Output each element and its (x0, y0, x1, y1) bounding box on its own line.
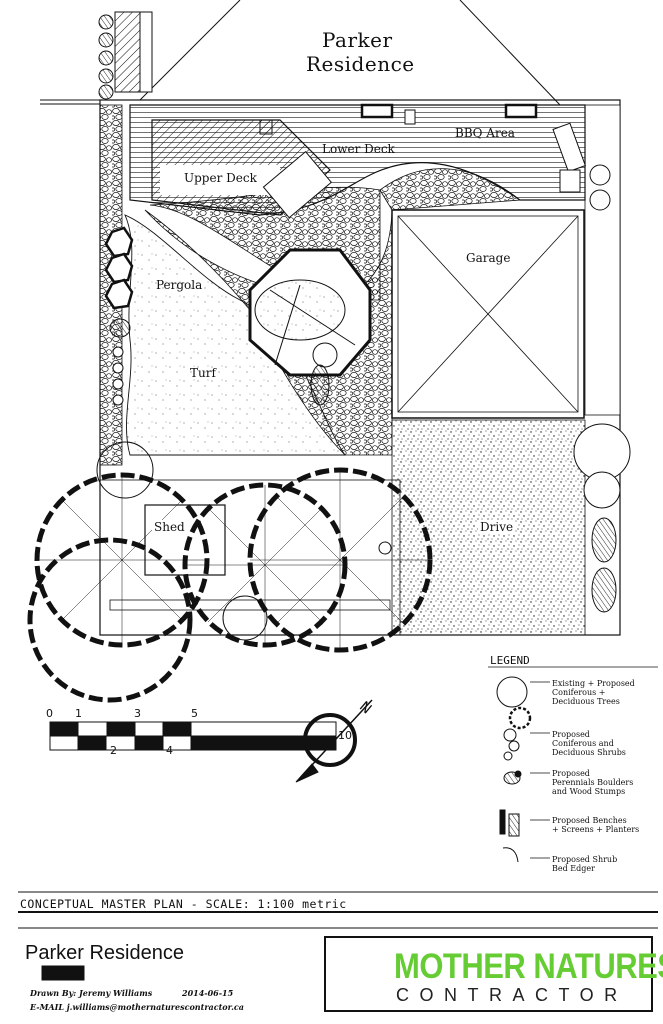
north-arrow (295, 699, 373, 783)
scale-label-4: 4 (166, 744, 173, 757)
bbq-furniture (259, 103, 586, 193)
legend-item-trees: Existing + Proposed Coniferous + Deciduo… (552, 679, 635, 706)
label-pergola: Pergola (156, 278, 203, 292)
scale-label-5: 5 (191, 707, 198, 720)
scale-label-10: 10 (338, 729, 352, 742)
logo-sub-text: CONTRACTOR (396, 985, 628, 1005)
scale-bar (49, 721, 337, 751)
title-block-lines (18, 891, 658, 981)
legend-heading: LEGEND (490, 654, 530, 667)
large-trees (27, 441, 433, 703)
west-trees (104, 226, 330, 406)
legend-symbols (496, 676, 550, 863)
drawing-date: 2014-06-15 (182, 988, 234, 998)
label-drive: Drive (478, 520, 516, 534)
label-turf: Turf (190, 366, 216, 380)
drawn-by: Drawn By: Jeremy Williams (30, 988, 153, 998)
legend-item-benches: Proposed Benches + Screens + Planters (552, 816, 640, 834)
legend-item-edger: Proposed Shrub Bed Edger (552, 855, 618, 873)
label-bbq-area: BBQ Area (455, 126, 515, 140)
property-lines (40, 0, 561, 106)
shrub-symbol-icon (503, 728, 517, 742)
legend-item-perennials: Proposed Perennials Boulders and Wood St… (552, 769, 634, 796)
pergola-structure (248, 248, 372, 377)
edger-symbol-icon (502, 847, 519, 863)
label-shed: Shed (152, 520, 187, 534)
title-line-1: Parker (322, 28, 393, 52)
perennial-symbol-icon (503, 770, 522, 785)
label-lower-deck: Lower Deck (322, 142, 395, 156)
title-line-2: Residence (306, 52, 415, 76)
contact-email: E-MAIL j.williams@mothernaturescontracto… (30, 1002, 244, 1012)
tree-symbol-icon (496, 676, 528, 708)
plan-scale-note: CONCEPTUAL MASTER PLAN - SCALE: 1:100 me… (20, 897, 347, 911)
scale-label-1: 1 (75, 707, 82, 720)
logo-main-text: MOTHER NATURES (394, 946, 663, 987)
scale-label-0: 0 (46, 707, 53, 720)
company-logo-box (324, 936, 653, 1012)
scale-label-2: 2 (110, 744, 117, 757)
legend-item-shrubs: Proposed Coniferous and Deciduous Shrubs (552, 730, 626, 757)
shed (144, 504, 226, 576)
garage (391, 209, 585, 419)
east-shrubs (573, 164, 631, 613)
brick-pillar (98, 11, 153, 100)
bench-symbol-icon (499, 809, 520, 837)
scale-label-3: 3 (134, 707, 141, 720)
label-garage: Garage (466, 251, 511, 265)
label-upper-deck: Upper Deck (182, 171, 259, 185)
project-name: Parker Residence (25, 942, 184, 964)
